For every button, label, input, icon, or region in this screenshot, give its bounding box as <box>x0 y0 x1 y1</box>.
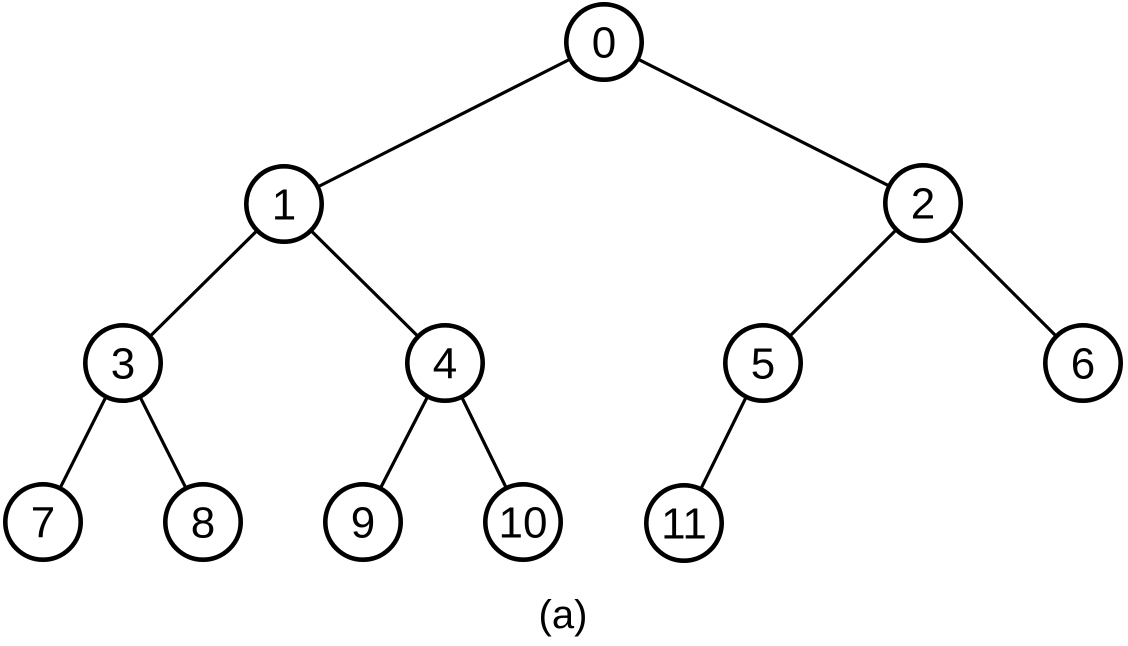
figure-caption: (a) <box>539 593 588 637</box>
tree-node-6[interactable]: 6 <box>1043 322 1124 403</box>
tree-node-circle-6[interactable] <box>1043 322 1124 403</box>
tree-node-circle-5[interactable] <box>722 322 803 403</box>
tree-node-label-2: 2 <box>911 180 935 229</box>
tree-node-circle-8[interactable] <box>163 481 244 562</box>
tree-edge-3-7 <box>58 396 108 489</box>
tree-node-label-11: 11 <box>661 500 707 549</box>
tree-node-label-10: 10 <box>499 499 548 548</box>
tree-edge-4-10 <box>460 396 508 489</box>
tree-node-8[interactable]: 8 <box>163 481 244 562</box>
tree-node-5[interactable]: 5 <box>722 322 803 403</box>
tree-edge-1-4 <box>310 229 419 338</box>
tree-edge-5-11 <box>699 396 748 490</box>
tree-node-label-6: 6 <box>1071 340 1095 389</box>
tree-node-label-9: 9 <box>351 499 375 548</box>
tree-node-label-1: 1 <box>272 181 296 230</box>
tree-node-label-8: 8 <box>191 499 215 548</box>
tree-node-10[interactable]: 10 <box>482 481 563 562</box>
tree-node-4[interactable]: 4 <box>404 322 485 403</box>
tree-node-circle-9[interactable] <box>322 481 403 562</box>
tree-edge-0-2 <box>637 57 890 188</box>
tree-node-1[interactable]: 1 <box>244 164 325 245</box>
tree-node-circle-0[interactable] <box>563 1 644 83</box>
tree-edge-2-6 <box>948 228 1058 338</box>
tree-node-circle-7[interactable] <box>2 481 84 562</box>
tree-node-circle-11[interactable] <box>643 482 724 563</box>
tree-node-circle-10[interactable] <box>482 481 563 562</box>
tree-node-circle-1[interactable] <box>244 164 325 245</box>
tree-node-9[interactable]: 9 <box>322 481 403 562</box>
tree-node-label-3: 3 <box>111 340 135 389</box>
tree-node-circle-2[interactable] <box>882 163 963 244</box>
tree-edge-0-1 <box>317 58 571 188</box>
tree-node-label-0: 0 <box>592 19 616 68</box>
tree-edge-2-5 <box>788 228 898 338</box>
tree-node-label-7: 7 <box>31 499 55 548</box>
tree-node-7[interactable]: 7 <box>2 481 84 562</box>
tree-node-0[interactable]: 0 <box>563 1 644 83</box>
tree-node-3[interactable]: 3 <box>83 322 164 403</box>
tree-node-11[interactable]: 11 <box>643 482 724 563</box>
tree-edges-group <box>58 57 1058 490</box>
tree-nodes-group: 0 1 2 3 4 5 6 7 8 9 10 11 <box>2 1 1124 563</box>
tree-node-circle-3[interactable] <box>83 322 164 403</box>
tree-node-circle-4[interactable] <box>404 322 485 403</box>
tree-node-label-4: 4 <box>433 340 457 389</box>
tree-edge-3-8 <box>138 396 188 489</box>
tree-edge-1-3 <box>149 229 258 338</box>
tree-edge-4-9 <box>379 396 429 489</box>
tree-node-2[interactable]: 2 <box>882 163 963 244</box>
tree-node-label-5: 5 <box>751 340 775 389</box>
